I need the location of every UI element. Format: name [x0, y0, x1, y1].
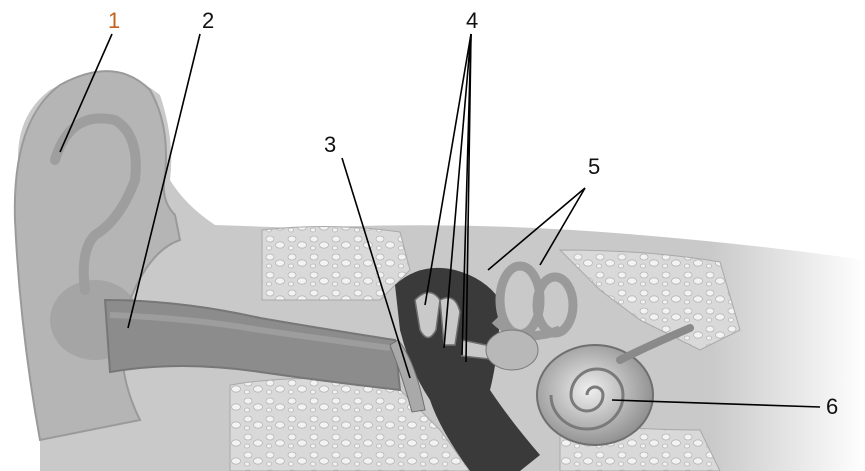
label-3: 3 — [324, 132, 336, 157]
label-5: 5 — [588, 154, 600, 179]
label-6: 6 — [826, 394, 838, 419]
label-2: 2 — [202, 8, 214, 33]
cochlea — [537, 345, 653, 445]
label-4: 4 — [466, 8, 478, 33]
label-1: 1 — [108, 8, 120, 33]
vestibule — [486, 330, 538, 370]
